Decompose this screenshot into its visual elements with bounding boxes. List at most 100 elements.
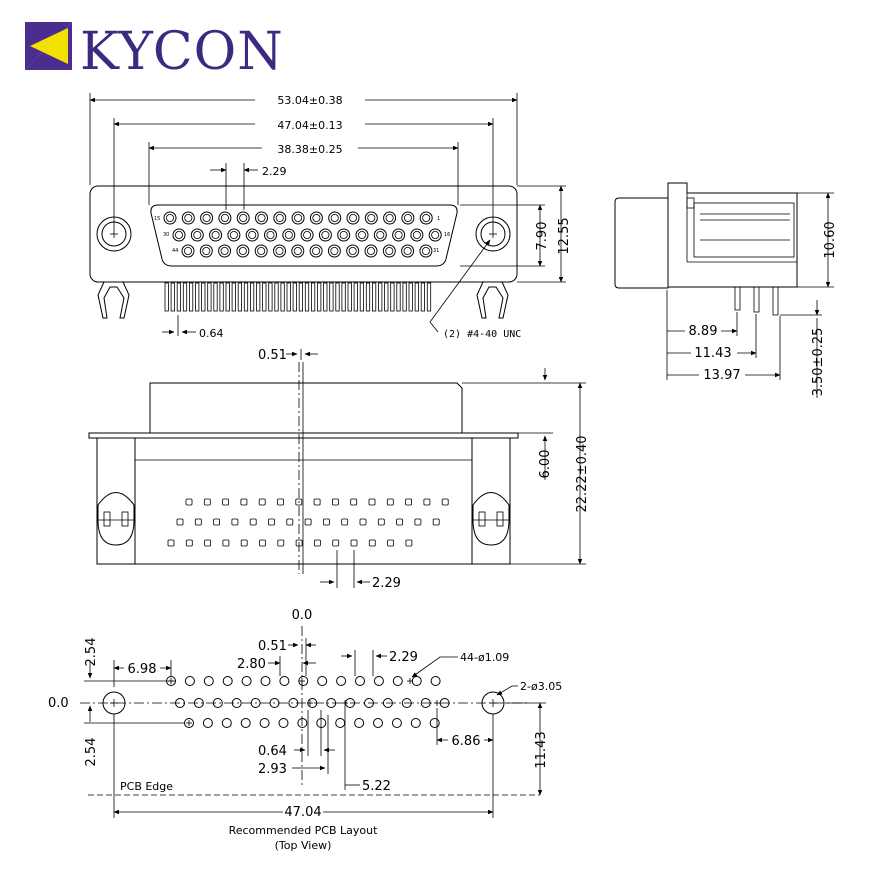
- bottom-shell: [149, 382, 463, 434]
- front-pin-core: [421, 246, 430, 255]
- front-tail: [176, 282, 181, 312]
- shell-width-label: 38.38±0.25: [277, 143, 342, 156]
- front-pin-core: [257, 213, 266, 222]
- pcb-pad: [288, 698, 299, 708]
- front-tail: [402, 282, 407, 312]
- front-pin-core: [348, 246, 357, 255]
- front-pin: [401, 211, 415, 225]
- pcb-pad: [221, 718, 232, 728]
- front-tail: [414, 282, 419, 312]
- front-pin-core: [403, 213, 412, 222]
- pcb-pad: [336, 676, 347, 686]
- front-pin: [355, 228, 369, 242]
- front-pin: [428, 228, 442, 242]
- front-pin-core: [385, 246, 394, 255]
- front-pin: [309, 211, 323, 225]
- pcb-pad: [175, 698, 185, 708]
- front-pin: [209, 228, 223, 242]
- mount-hole-left: [96, 216, 132, 252]
- front-tail: [213, 282, 218, 312]
- front-tail: [219, 282, 224, 312]
- pcb-pad: [355, 676, 365, 686]
- bottom-tail: [313, 498, 321, 506]
- bottom-tail: [332, 539, 340, 547]
- bottom-tail: [240, 539, 248, 547]
- bottom-tail: [377, 518, 385, 526]
- pcb-pad: [373, 676, 384, 686]
- pcb-pad: [260, 676, 271, 686]
- pcb-pad: [326, 698, 337, 708]
- front-tail: [207, 282, 212, 312]
- pcb-pad: [335, 718, 346, 728]
- bottom-tail: [423, 498, 431, 506]
- first-pin-offset-label: 6.98: [128, 662, 157, 677]
- front-tail: [298, 282, 304, 312]
- front-pin-core: [202, 213, 211, 222]
- logo-mark-yellow: [30, 28, 68, 64]
- pcb-pad: [439, 698, 450, 708]
- row-offset-bottom-label: 2.54: [84, 738, 99, 767]
- pcb-pad: [202, 718, 213, 728]
- front-tail: [347, 282, 352, 312]
- front-pin: [291, 244, 305, 258]
- front-pin-core: [312, 213, 321, 222]
- bottom-depth-label: 22.22±0.40: [575, 435, 590, 512]
- side-tail-length-label: 3.50±0.25: [811, 328, 826, 397]
- front-pin-core: [211, 230, 220, 239]
- front-pin: [328, 211, 342, 225]
- front-pin-core: [321, 230, 330, 239]
- pcb-subcaption: (Top View): [275, 839, 332, 852]
- bottom-tail: [432, 518, 440, 526]
- front-pin: [255, 211, 268, 225]
- bottom-tail: [277, 539, 285, 547]
- front-pin: [218, 211, 232, 225]
- bottom-tail: [350, 539, 358, 547]
- front-tail: [335, 282, 340, 312]
- front-pin-core: [266, 230, 275, 239]
- pcb-pad: [430, 676, 441, 686]
- mount-screw-note: (2) #4-40 UNC: [443, 329, 521, 340]
- pcb-offset-064-label: 0.64: [258, 744, 287, 759]
- front-pin-core: [412, 230, 421, 239]
- pcb-pad: [166, 676, 176, 686]
- bottom-tail: [405, 539, 413, 547]
- pcb-pad: [241, 676, 252, 686]
- bottom-tail: [386, 498, 394, 506]
- front-tail: [371, 282, 377, 312]
- d-shell: [150, 204, 458, 267]
- bottom-tail-array: [167, 498, 449, 547]
- kycon-logo: KYCON: [25, 22, 283, 82]
- row1-right-label: 1: [437, 216, 440, 222]
- bottom-tail: [204, 539, 212, 547]
- bottom-body: [134, 437, 473, 565]
- front-pin: [392, 228, 406, 242]
- front-pin: [300, 228, 314, 242]
- bottom-pitch-label: 2.29: [372, 576, 401, 591]
- front-tail: [390, 282, 395, 312]
- row3-right-label: 31: [433, 248, 439, 254]
- front-pin-core: [303, 230, 312, 239]
- front-pin-core: [229, 230, 238, 239]
- bottom-tail: [167, 539, 175, 547]
- front-pin: [373, 228, 387, 242]
- side-tail-3: [772, 286, 779, 316]
- pcb-pad: [231, 698, 242, 708]
- bottom-tail: [194, 518, 202, 526]
- side-tail-1-label: 8.89: [689, 324, 718, 339]
- front-tail: [329, 282, 334, 312]
- front-pin: [218, 244, 232, 258]
- pcb-pad: [317, 676, 328, 686]
- pcb-pad: [382, 698, 393, 708]
- front-pin-core: [312, 246, 321, 255]
- pcb-pad: [279, 676, 290, 686]
- pcb-offset-280-label: 2.80: [237, 657, 266, 672]
- bottom-tail: [240, 498, 248, 506]
- front-pin: [190, 228, 204, 242]
- front-tail: [323, 282, 328, 312]
- pcb-pad: [203, 676, 214, 686]
- front-pin-core: [220, 213, 229, 222]
- pcb-pad: [410, 718, 421, 728]
- pin-pitch-label: 2.29: [262, 165, 287, 178]
- front-pin: [236, 211, 250, 225]
